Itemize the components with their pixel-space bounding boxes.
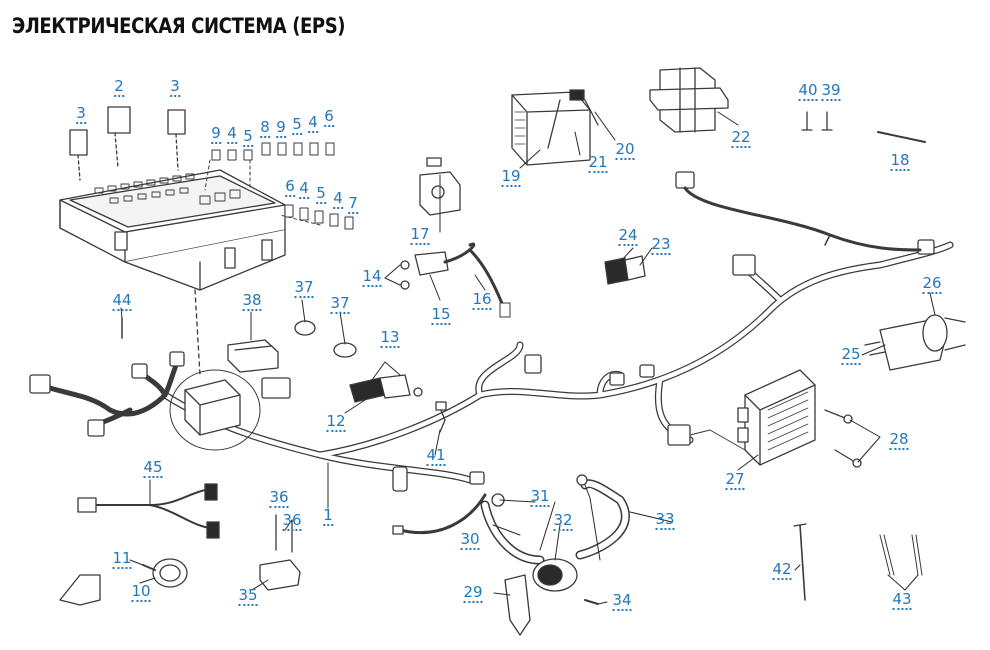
callout-45: 45 [143, 458, 163, 478]
callout-11: 11 [112, 549, 132, 569]
callout-5a: 5 [243, 127, 253, 147]
callout-1: 1 [323, 506, 333, 526]
callout-32: 32 [553, 511, 573, 531]
callout-5b: 5 [292, 115, 302, 135]
callout-44: 44 [112, 291, 132, 311]
callout-31: 31 [530, 487, 550, 507]
callout-39: 39 [821, 81, 841, 101]
callout-37b: 37 [330, 294, 350, 314]
callout-14: 14 [362, 267, 382, 287]
battery-part [511, 89, 599, 166]
callout-8: 8 [260, 118, 270, 138]
callout-6b: 6 [285, 177, 295, 197]
horn-10-part [142, 558, 188, 588]
sensor-15-part [400, 251, 449, 290]
callout-33: 33 [655, 510, 675, 530]
leader-lines [120, 111, 936, 605]
callout-38: 38 [242, 291, 262, 311]
callout-23: 23 [651, 235, 671, 255]
pin-42-part [793, 523, 807, 601]
callout-4d: 4 [333, 189, 343, 209]
callout-2: 2 [114, 77, 124, 97]
callout-30: 30 [460, 530, 480, 550]
callout-37a: 37 [294, 278, 314, 298]
rod-18-part [877, 131, 926, 143]
callout-17: 17 [410, 225, 430, 245]
callout-28: 28 [889, 430, 909, 450]
callout-35: 35 [238, 586, 258, 606]
callout-7: 7 [348, 194, 358, 214]
callout-29: 29 [463, 583, 483, 603]
callout-25: 25 [841, 345, 861, 365]
ground-cable [398, 493, 487, 535]
clamps-37 [294, 320, 357, 358]
bracket-lower-left [59, 574, 101, 606]
fuse-parts [204, 142, 354, 230]
callout-19: 19 [501, 167, 521, 187]
callout-3b: 3 [170, 77, 180, 97]
upper-wire [683, 186, 922, 252]
callout-9a: 9 [211, 124, 221, 144]
connector-38-part [227, 339, 279, 373]
callout-26: 26 [922, 274, 942, 294]
callout-5c: 5 [316, 184, 326, 204]
callout-10: 10 [131, 582, 151, 602]
clip-41-part [435, 401, 447, 433]
fuse-box-part [59, 169, 286, 291]
callout-36a: 36 [269, 488, 289, 508]
callout-20: 20 [615, 140, 635, 160]
callout-42: 42 [772, 560, 792, 580]
clips-39-40 [801, 111, 833, 131]
harness-relay-box [169, 369, 291, 451]
callout-22: 22 [731, 128, 751, 148]
callout-43: 43 [892, 590, 912, 610]
module-35-part [259, 514, 301, 591]
main-harness-inner [162, 242, 953, 483]
callout-15: 15 [431, 305, 451, 325]
motor-26-part [864, 314, 966, 371]
callout-34: 34 [612, 591, 632, 611]
module-12-part [349, 374, 423, 403]
callout-3a: 3 [76, 104, 86, 124]
callout-40: 40 [798, 81, 818, 101]
bracket-22-part [649, 67, 729, 133]
callout-12: 12 [326, 412, 346, 432]
left-connectors [29, 351, 185, 437]
callout-4b: 4 [308, 113, 318, 133]
callout-13: 13 [380, 328, 400, 348]
cable-45-part [77, 483, 220, 539]
regulator-27-part [737, 369, 862, 468]
callout-4a: 4 [227, 124, 237, 144]
callout-27: 27 [725, 470, 745, 490]
right-connectors [392, 171, 935, 492]
callout-9b: 9 [276, 118, 286, 138]
callout-4c: 4 [299, 179, 309, 199]
springs-43-part [879, 534, 923, 576]
callout-18: 18 [890, 151, 910, 171]
callout-36b: 36 [282, 511, 302, 531]
page-title: ЭЛЕКТРИЧЕСКАЯ СИСТЕМА (EPS) [12, 14, 346, 38]
callout-6a: 6 [324, 107, 334, 127]
connectors-23-24 [604, 255, 646, 285]
callout-41: 41 [426, 446, 446, 466]
relay-parts [69, 106, 186, 181]
leader-dashed [194, 289, 201, 376]
callout-16: 16 [472, 290, 492, 310]
callout-21: 21 [588, 153, 608, 173]
left-harness-branch [37, 357, 181, 428]
callout-24: 24 [618, 226, 638, 246]
